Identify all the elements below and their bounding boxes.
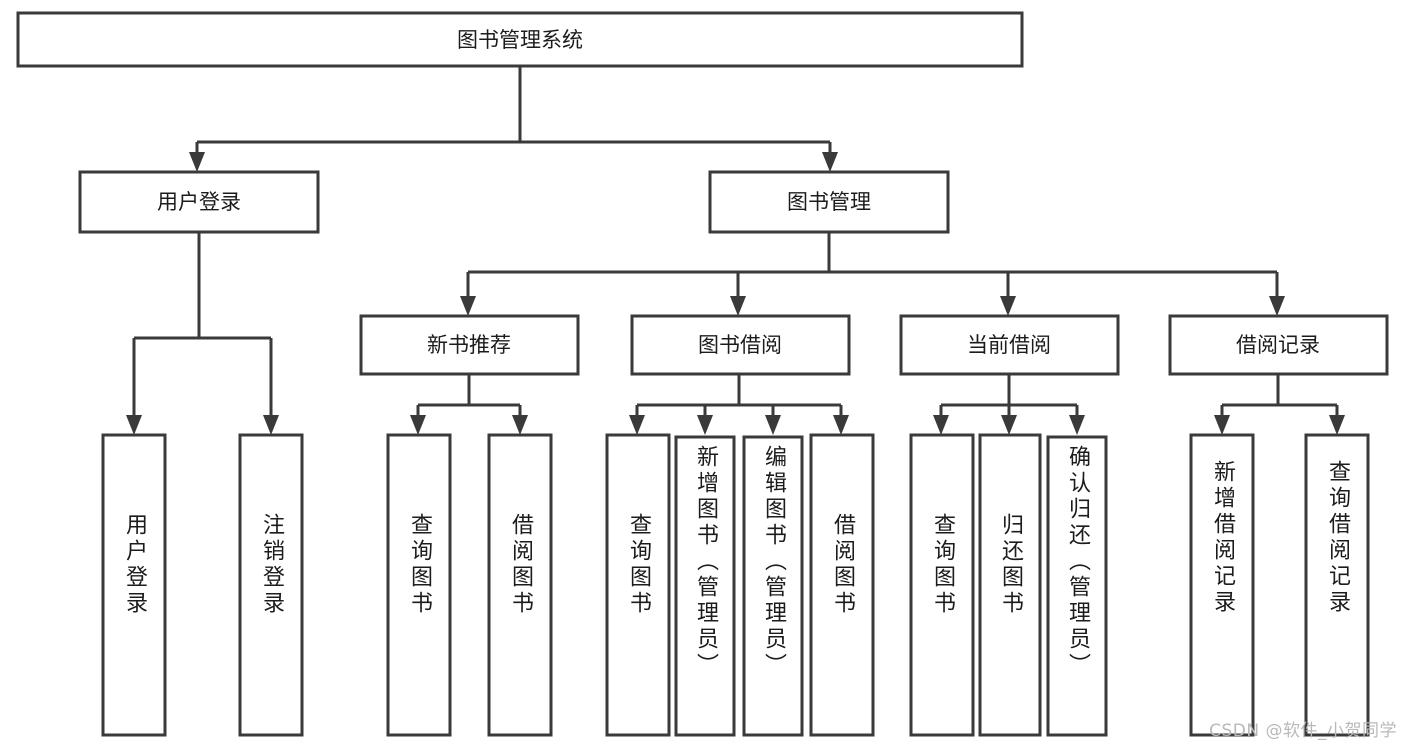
connector-recommend-to-leaves: [410, 374, 528, 435]
node-leaf-confirm-return[interactable]: [1046, 435, 1108, 737]
node-leaf-user-login[interactable]: [101, 433, 167, 737]
node-borrow-record-label: 借阅记录: [1236, 333, 1320, 357]
node-leaf-add-record[interactable]: [1189, 433, 1255, 737]
connector-userlogin-to-leaves: [126, 232, 279, 435]
node-leaf-user-logout[interactable]: [238, 433, 304, 737]
node-leaf-query-book-2[interactable]: [605, 433, 671, 737]
node-new-book-recommend[interactable]: 新书推荐: [359, 314, 580, 376]
watermark-text: CSDN @软件_小贺同学: [1209, 721, 1397, 741]
node-current-borrow-label: 当前借阅: [967, 333, 1051, 357]
node-book-management[interactable]: 图书管理: [708, 170, 950, 234]
node-current-borrow[interactable]: 当前借阅: [899, 314, 1120, 376]
node-leaf-borrow-book-2[interactable]: [809, 433, 875, 737]
node-leaf-query-book-1[interactable]: [386, 433, 452, 737]
node-book-management-label: 图书管理: [787, 190, 871, 214]
node-leaf-edit-book[interactable]: [742, 435, 804, 737]
connector-current-to-leaves: [933, 374, 1085, 435]
node-user-login[interactable]: 用户登录: [78, 170, 320, 234]
node-leaf-return-book[interactable]: [978, 433, 1042, 737]
node-book-borrow-label: 图书借阅: [698, 333, 782, 357]
node-root-label: 图书管理系统: [457, 28, 583, 52]
node-borrow-record[interactable]: 借阅记录: [1168, 314, 1389, 376]
node-leaf-add-book[interactable]: [674, 435, 736, 737]
node-new-book-recommend-label: 新书推荐: [427, 333, 511, 357]
connector-root-to-level2: [189, 66, 838, 172]
node-user-login-label: 用户登录: [157, 190, 241, 214]
connector-record-to-leaves: [1214, 374, 1345, 435]
connector-bookmgmt-to-level3: [460, 232, 1285, 316]
node-leaf-query-record[interactable]: [1304, 433, 1370, 737]
node-leaf-query-book-3[interactable]: [909, 433, 975, 737]
connector-borrow-to-leaves: [629, 374, 849, 435]
node-book-borrow[interactable]: 图书借阅: [630, 314, 851, 376]
node-root[interactable]: 图书管理系统: [16, 11, 1024, 68]
node-leaf-borrow-book-1[interactable]: [487, 433, 553, 737]
